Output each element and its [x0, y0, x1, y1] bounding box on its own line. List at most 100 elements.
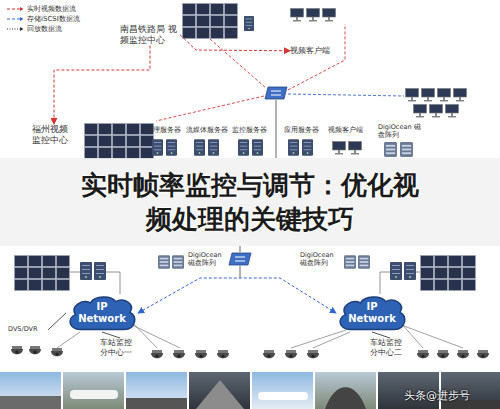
illustration-part [288, 139, 299, 156]
device-label: DVS/DVR [8, 326, 48, 334]
illustration-part [151, 350, 163, 358]
node-text: 车站监控 分中心一 [100, 338, 140, 357]
connector [138, 278, 336, 313]
legend: 实时视频数据流存储iSCSI数据流回放数据流 [6, 4, 80, 34]
node-text: 应用服务器 [284, 127, 320, 135]
legend-arrowhead [20, 17, 24, 21]
legend-line [7, 29, 20, 30]
illustration-part [189, 372, 250, 409]
illustration-part [291, 9, 304, 22]
network-cloud: IP Network [66, 294, 138, 332]
connector [180, 35, 290, 51]
illustration-part [80, 262, 92, 280]
illustration-part [217, 350, 229, 358]
illustration-part [430, 105, 443, 118]
connector [54, 46, 150, 124]
illustration-part [258, 392, 308, 400]
cloud-outline [340, 297, 405, 329]
legend-line [7, 19, 20, 20]
illustration-part [208, 139, 219, 156]
center-label: 南昌铁路局 视频监控中心 [120, 24, 180, 46]
illustration-part [285, 350, 297, 358]
legend-row: 实时视频数据流 [6, 4, 80, 14]
network-cloud: IP Network [336, 294, 408, 332]
illustration-part [417, 350, 429, 358]
illustration-part [70, 390, 118, 399]
illustration-part [307, 9, 320, 22]
illustration-part [210, 39, 266, 88]
client-label: 视频客户端 [328, 127, 364, 135]
illustration-part [265, 87, 287, 99]
title-banner: 实时帧率监控与调节：优化视频处理的关键技巧 [0, 158, 500, 246]
illustration-part [333, 142, 346, 155]
client-label: 视频客户端 [290, 46, 340, 56]
illustration-part [182, 3, 238, 39]
illustration-part [172, 255, 184, 269]
node-text: 流媒体服务器 [186, 127, 228, 135]
legend-line-sample [6, 6, 24, 12]
illustration-part [438, 89, 451, 102]
station-label: 车站监控 分中心一 [100, 338, 140, 357]
legend-line [7, 9, 20, 10]
illustration-part [156, 96, 264, 121]
node-text: DVS/DVR [8, 326, 48, 334]
illustration-part [288, 94, 404, 96]
illustration-part [380, 272, 420, 294]
node-text: 管理服务器 [146, 127, 182, 135]
connector [372, 332, 390, 338]
illustration-part [307, 350, 319, 358]
illustration-part [323, 9, 336, 22]
server-label: 流媒体服务器 [186, 127, 228, 135]
illustration-part [437, 350, 449, 358]
illustration-part [29, 346, 41, 354]
legend-row: 存储iSCSI数据流 [6, 14, 80, 24]
illustration-part [263, 350, 275, 358]
illustration-part [390, 262, 402, 280]
legend-arrowhead [20, 27, 24, 31]
server-label: 监控服务器 [232, 127, 268, 135]
illustration-part [152, 139, 163, 156]
illustration-part [194, 139, 205, 156]
illustration-part [406, 89, 419, 102]
illustration-part [196, 380, 244, 409]
node-text: 南昌铁路局 视频监控中心 [120, 24, 180, 46]
illustration-part [173, 350, 185, 358]
illustration-part [238, 139, 249, 156]
illustration-part [446, 105, 459, 118]
illustration-part [384, 142, 397, 157]
node-text: 视频客户端 [290, 46, 340, 56]
legend-line-sample [6, 16, 24, 22]
legend-arrowhead [20, 7, 24, 11]
illustration-part [302, 139, 313, 156]
illustration-part [0, 372, 61, 409]
illustration-part [288, 24, 345, 90]
connector [102, 332, 120, 338]
illustration-part [0, 396, 61, 409]
illustration-part [166, 139, 177, 156]
connector [48, 313, 66, 330]
illustration-part [252, 372, 313, 409]
illustration-part [158, 255, 170, 269]
server-label: 管理服务器 [146, 127, 182, 135]
cloud-text: IP Network [78, 301, 126, 325]
illustration-part [315, 372, 376, 409]
illustration-part [51, 348, 63, 356]
illustration-part [195, 350, 207, 358]
node-text: 监控服务器 [232, 127, 268, 135]
station-label: 车站监控 分中心二 [370, 338, 410, 357]
storage-label: DigiOcean 磁盘阵列 [378, 124, 422, 140]
illustration-part [457, 350, 469, 358]
illustration-part [344, 255, 356, 269]
watermark: 头条@进步号 [404, 389, 470, 402]
illustration-part [229, 253, 251, 265]
illustration-part [349, 142, 362, 155]
illustration-part [414, 105, 427, 118]
legend-line-sample [6, 26, 24, 32]
node-text: 福州视频 监控中心 [32, 124, 76, 146]
storage-label: DigiOcean 磁盘阵列 [188, 252, 228, 268]
node-text: 视频客户端 [328, 127, 364, 135]
illustration-part [358, 255, 370, 269]
legend-row: 回放数据流 [6, 24, 80, 34]
illustration-part [325, 387, 366, 409]
storage-label: DigiOcean 磁盘阵列 [300, 252, 340, 268]
